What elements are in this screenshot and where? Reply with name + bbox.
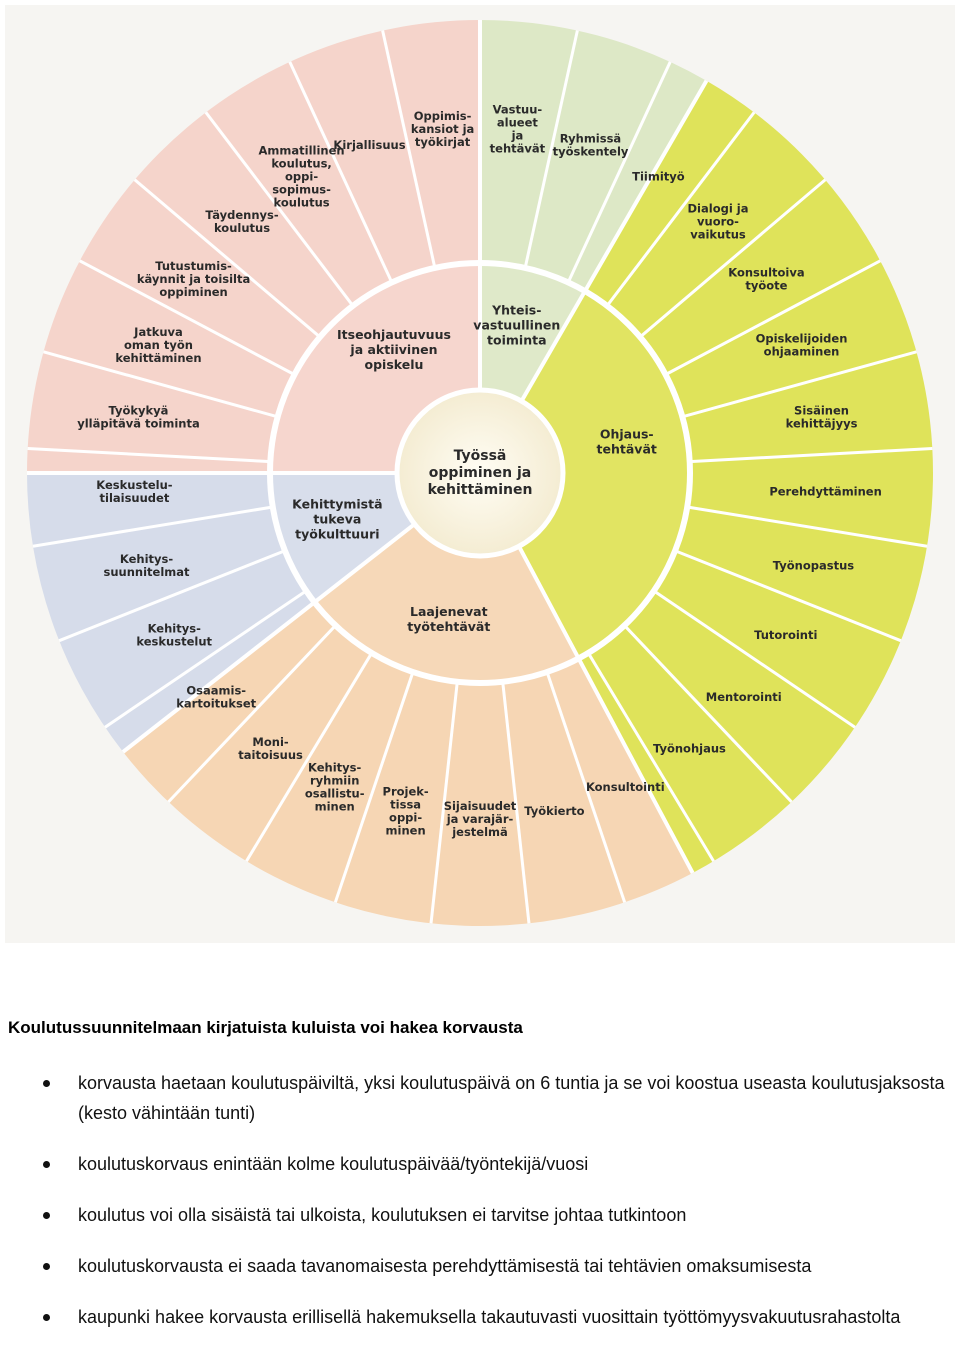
list-item-text: korvausta haetaan koulutuspäiviltä, yksi… <box>78 1073 945 1123</box>
wheel-group-divider <box>517 545 695 874</box>
list-item: kaupunki hakee korvausta erillisellä hak… <box>0 1302 960 1332</box>
wheel-sector-divider <box>32 505 274 548</box>
wheel-middle-sector <box>314 524 579 683</box>
bullet-list: korvausta haetaan koulutuspäiviltä, yksi… <box>0 1068 960 1353</box>
bullet-icon <box>43 1212 50 1219</box>
wheel-sector-divider <box>689 446 933 464</box>
wheel-sector-divider <box>501 681 531 924</box>
wheel-outer-label-tiimityo: Tiimityö <box>632 169 685 183</box>
list-item: koulutuskorvaus enintään kolme koulutusp… <box>0 1149 960 1179</box>
wheel-middle-sector <box>270 263 480 473</box>
wheel-sector-divider <box>43 350 279 419</box>
list-item-text: koulutuskorvausta ei saada tavanomaisest… <box>78 1256 812 1276</box>
wheel-sector-divider <box>167 624 337 803</box>
bullet-icon <box>43 1161 50 1168</box>
wheel-sector-divider <box>664 259 881 376</box>
wheel-sector-divider <box>674 549 902 643</box>
bullet-icon <box>43 1263 50 1270</box>
wheel-sector-divider <box>605 111 756 307</box>
wheel-outer-label-kirjallisuus: Kirjallisuus <box>333 138 405 152</box>
wheel-sector-divider <box>58 549 286 643</box>
list-item-text: koulutuskorvaus enintään kolme koulutusp… <box>78 1154 589 1174</box>
wheel-sector-divider <box>288 61 394 284</box>
wheel-sector-divider <box>681 350 917 419</box>
list-item: korvausta haetaan koulutuspäiviltä, yksi… <box>0 1068 960 1128</box>
wheel-outer-label-kehityskeskustelut: Kehitys-keskustelut <box>136 622 212 649</box>
wheel-sector-divider <box>133 178 321 339</box>
bullet-icon <box>43 1080 50 1087</box>
wheel-sector-divider <box>79 259 296 376</box>
wheel-outer-label-tutorointi: Tutorointi <box>754 628 817 642</box>
wheel-sector-divider <box>545 671 627 903</box>
wheel-sector-divider <box>245 652 374 862</box>
document-heading: Koulutussuunnitelmaan kirjatuista kuluis… <box>8 1018 523 1037</box>
wheel-sector-divider <box>429 681 459 924</box>
wheel-outer-label-monitaitoisuus: Moni-taitoisuus <box>238 735 303 762</box>
wheel-middle-label-ohjaustehtavat: Ohjaus-tehtävät <box>597 426 657 456</box>
wheel-middle-sector <box>480 263 585 402</box>
wheel-sector-divider <box>566 61 672 284</box>
wheel-outer-label-mentorointi: Mentorointi <box>706 690 782 704</box>
wheel-sector-divider <box>686 505 928 548</box>
list-item-text: kaupunki hakee korvausta erillisellä hak… <box>78 1307 901 1327</box>
wheel-sector-divider <box>333 671 415 903</box>
wheel-sector-divider <box>586 652 715 862</box>
wheel-sector-divider <box>27 446 271 464</box>
wheel-group-divider <box>121 522 416 754</box>
wheel-outer-sector <box>27 20 480 473</box>
wheel-outer-label-keskustelutilaisuudet: Keskustelu-tilaisuudet <box>96 478 172 505</box>
wheel-sector-divider <box>523 30 579 269</box>
wheel-outer-label-tyonohjaus: Työnohjaus <box>653 742 726 756</box>
wheel-outer-label-konsultointi: Konsultointi <box>586 780 665 794</box>
wheel-outer-label-tyonopastus: Työnopastus <box>773 559 854 573</box>
wheel-center <box>397 390 563 556</box>
wheel-outer-label-tyokierto: Työkierto <box>524 804 584 818</box>
bullet-icon <box>43 1314 50 1321</box>
wheel-outer-sector <box>480 20 707 292</box>
list-item: koulutuskorvausta ei saada tavanomaisest… <box>0 1251 960 1281</box>
wheel-sector-divider <box>652 589 856 729</box>
wheel-middle-sector <box>270 473 415 603</box>
wheel-sector-divider <box>639 178 827 339</box>
wheel-outer-sector <box>27 473 315 752</box>
wheel-outer-label-osaamiskartoitukset: Osaamis-kartoitukset <box>176 684 256 711</box>
wheel-group-divider <box>519 79 709 403</box>
wheel-sector-divider <box>204 111 355 307</box>
wheel-sector-divider <box>623 624 793 803</box>
wheel-outer-label-perehdyttaminen: Perehdyttäminen <box>769 485 881 499</box>
list-item: koulutus voi olla sisäistä tai ulkoista,… <box>0 1200 960 1230</box>
wheel-sector-divider <box>104 589 308 729</box>
wheel-sector-divider <box>381 30 437 269</box>
wheel-outer-label-kehityssuunnitelmat: Kehitys-suunnitelmat <box>104 552 191 579</box>
wheel-middle-sector <box>518 291 690 659</box>
list-item-text: koulutus voi olla sisäistä tai ulkoista,… <box>78 1205 687 1225</box>
wheel-outer-label-taydennyskoulutus: Täydennys-koulutus <box>205 208 279 235</box>
